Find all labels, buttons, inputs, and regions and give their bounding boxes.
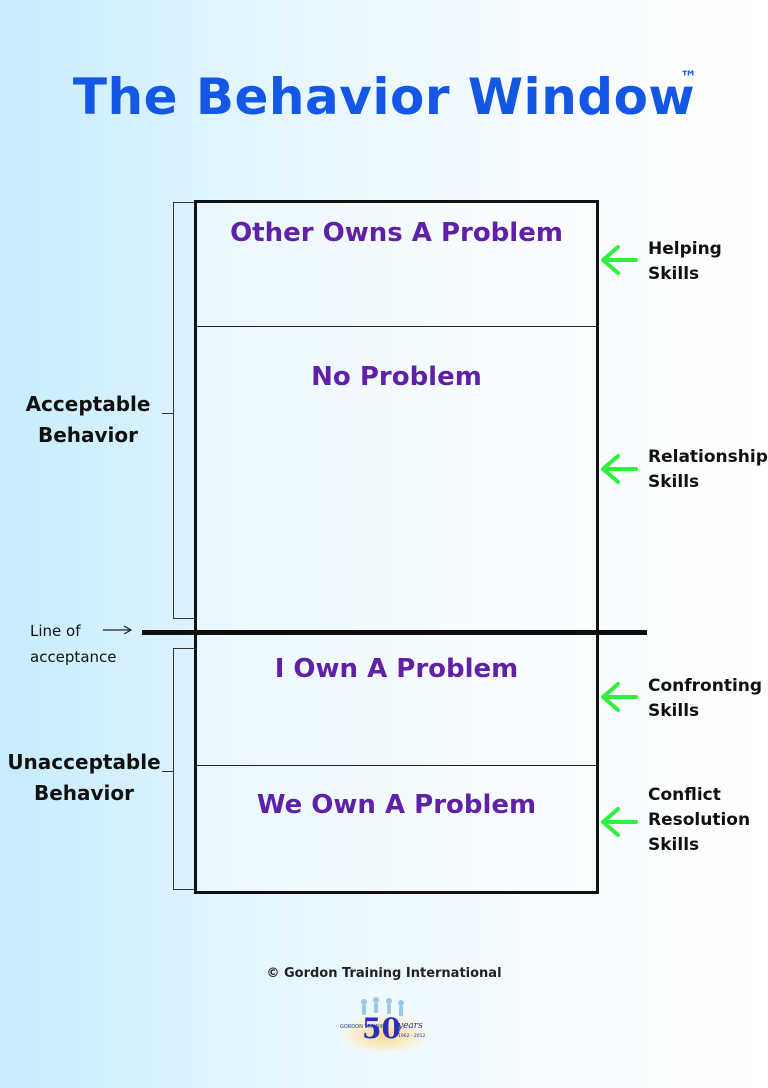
skill-line: Skills bbox=[648, 472, 700, 492]
unacceptable-label-line-1: Unacceptable bbox=[7, 750, 161, 774]
green-arrow-left-icon bbox=[601, 454, 638, 484]
trademark-symbol: ™ bbox=[680, 68, 697, 88]
behavior-window bbox=[194, 200, 599, 894]
skill-line: Helping bbox=[648, 239, 722, 259]
acceptable-bracket bbox=[173, 202, 174, 618]
gordon-training-50-years-logo: GORDON TRAINING 50 years 1962 - 2012 bbox=[336, 997, 432, 1052]
unacceptable-bracket-tick bbox=[162, 771, 173, 772]
green-arrow-left-icon bbox=[601, 807, 638, 837]
divider-other-no-problem bbox=[197, 326, 596, 327]
helping-skills-label: Helping Skills bbox=[648, 237, 722, 287]
line-of-acceptance-label: Line of acceptance bbox=[30, 618, 117, 670]
skill-line: Skills bbox=[648, 264, 700, 284]
acceptable-bracket-tick bbox=[162, 413, 173, 414]
quadrant-other-owns-problem: Other Owns A Problem bbox=[230, 218, 563, 248]
logo-small-text: GORDON TRAINING bbox=[340, 1024, 389, 1030]
unacceptable-behavior-label: Unacceptable Behavior bbox=[6, 747, 162, 809]
skill-line: Skills bbox=[648, 835, 700, 855]
page-title: The Behavior Window bbox=[72, 68, 696, 126]
quadrant-no-problem: No Problem bbox=[311, 362, 482, 392]
acceptable-bracket-bottom bbox=[173, 618, 194, 619]
line-of-acceptance bbox=[142, 630, 647, 635]
logo-range: 1962 - 2012 bbox=[398, 1033, 426, 1039]
unacceptable-bracket-top bbox=[173, 648, 194, 649]
skill-line: Resolution bbox=[648, 810, 751, 830]
unacceptable-bracket-bottom bbox=[173, 889, 194, 890]
line-of-acceptance-line-2: acceptance bbox=[30, 648, 117, 666]
relationship-skills-label: Relationship Skills bbox=[648, 445, 768, 495]
green-arrow-left-icon bbox=[601, 245, 638, 275]
unacceptable-bracket bbox=[173, 648, 174, 889]
skill-line: Confronting bbox=[648, 676, 763, 696]
acceptable-bracket-top bbox=[173, 202, 194, 203]
copyright-text: © Gordon Training International bbox=[266, 966, 502, 981]
logo-number: 50 bbox=[362, 1012, 401, 1045]
acceptable-label-line-2: Behavior bbox=[37, 423, 139, 447]
skill-line: Conflict bbox=[648, 785, 721, 805]
quadrant-i-own-problem: I Own A Problem bbox=[274, 654, 519, 684]
divider-i-we-problem bbox=[197, 765, 596, 766]
unacceptable-label-line-2: Behavior bbox=[33, 781, 135, 805]
quadrant-we-own-problem: We Own A Problem bbox=[256, 790, 537, 820]
confronting-skills-label: Confronting Skills bbox=[648, 674, 762, 724]
skill-line: Skills bbox=[648, 701, 700, 721]
logo-script: years bbox=[397, 1021, 423, 1031]
skill-line: Relationship bbox=[648, 447, 768, 467]
acceptable-behavior-label: Acceptable Behavior bbox=[18, 389, 158, 451]
line-of-acceptance-line-1: Line of bbox=[30, 622, 81, 640]
conflict-resolution-skills-label: Conflict Resolution Skills bbox=[648, 783, 750, 858]
acceptable-label-line-1: Acceptable bbox=[25, 392, 151, 416]
arrow-right-icon bbox=[103, 625, 133, 635]
green-arrow-left-icon bbox=[601, 682, 638, 712]
